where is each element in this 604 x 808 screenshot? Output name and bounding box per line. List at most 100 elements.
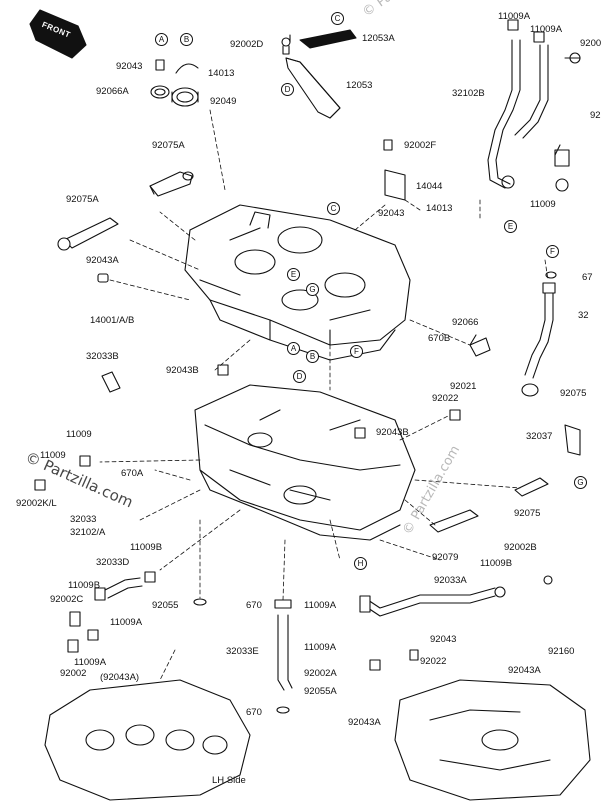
oil-pan-icon bbox=[44, 679, 251, 801]
part-label: 92075A bbox=[66, 194, 99, 205]
part-label: 92160 bbox=[548, 646, 575, 657]
plug-icon bbox=[217, 139, 581, 533]
callout-h-mid: H bbox=[354, 557, 367, 570]
callout-f-mid: F bbox=[350, 345, 363, 358]
part-label: 92021 bbox=[450, 381, 477, 392]
bolt-icon bbox=[57, 217, 119, 251]
part-label: 92043A bbox=[348, 717, 381, 728]
part-label: 12053A bbox=[362, 33, 395, 44]
callout-g-right: G bbox=[574, 476, 587, 489]
part-label: 92066A bbox=[96, 86, 129, 97]
part-label: 92022 bbox=[420, 656, 447, 667]
shaft-icon bbox=[149, 171, 194, 197]
lower-crankcase-icon bbox=[194, 384, 416, 541]
part-label: 670B bbox=[428, 333, 451, 344]
part-label: 92055 bbox=[152, 600, 179, 611]
part-label: 92075 bbox=[560, 388, 587, 399]
callout-e-right: E bbox=[504, 220, 517, 233]
side-label: LH Side bbox=[212, 775, 246, 786]
circlip-icon bbox=[175, 63, 199, 74]
part-label: 670 bbox=[246, 707, 262, 718]
part-label: 92043 bbox=[116, 61, 143, 72]
callout-b-mid: B bbox=[306, 350, 319, 363]
callout-f-right: F bbox=[546, 245, 559, 258]
vertical-pipe-icon bbox=[274, 599, 293, 714]
part-label: 92075 bbox=[514, 508, 541, 519]
part-label: 32033B bbox=[86, 351, 119, 362]
dowel-pin-icon bbox=[155, 59, 165, 71]
part-label: 92002B bbox=[504, 542, 537, 553]
bracket-icon bbox=[384, 169, 406, 201]
part-label: 92066 bbox=[452, 317, 479, 328]
part-label: 32 bbox=[578, 310, 589, 321]
part-label: 11009 bbox=[66, 429, 92, 440]
part-label: 670 bbox=[246, 600, 262, 611]
hose-icon bbox=[521, 271, 557, 397]
part-label: 11009A bbox=[110, 617, 143, 628]
part-label: 32037 bbox=[526, 431, 553, 442]
part-label: 92043B bbox=[376, 427, 409, 438]
part-label: 92002F bbox=[404, 140, 437, 151]
part-label: 11009B bbox=[68, 580, 101, 591]
part-label: 32033E bbox=[226, 646, 259, 657]
part-label: 14013 bbox=[208, 68, 235, 79]
part-label: 92043B bbox=[166, 365, 199, 376]
oil-seal-icon bbox=[150, 85, 199, 107]
callout-d-mid: D bbox=[293, 370, 306, 383]
callout-c-mid: C bbox=[327, 202, 340, 215]
part-label: 32033 bbox=[70, 514, 97, 525]
callout-g-mid: G bbox=[306, 283, 319, 296]
part-label: 14001/A/B bbox=[90, 315, 135, 326]
part-label: 92075A bbox=[152, 140, 185, 151]
callout-a-top: A bbox=[155, 33, 168, 46]
callout-c-top: C bbox=[331, 12, 344, 25]
oil-pipe-left-icon bbox=[34, 455, 207, 653]
part-label: 92 bbox=[590, 110, 601, 121]
callout-e-mid: E bbox=[287, 268, 300, 281]
part-label: (92043A) bbox=[100, 672, 140, 683]
part-label: 92033A bbox=[434, 575, 467, 586]
breather-plate-icon bbox=[281, 29, 357, 119]
part-label: 92055A bbox=[304, 686, 337, 697]
part-label: 92002C bbox=[50, 594, 84, 605]
part-label: 14013 bbox=[426, 203, 453, 214]
part-label: 11009A bbox=[74, 657, 107, 668]
part-label: 92002K/L bbox=[16, 498, 57, 509]
part-label: 92022 bbox=[432, 393, 459, 404]
oil-pipe-lower-icon bbox=[359, 575, 553, 671]
part-label: 92043A bbox=[508, 665, 541, 676]
part-label: 67 bbox=[582, 272, 593, 283]
part-label: 11009B bbox=[130, 542, 163, 553]
callout-a-mid: A bbox=[287, 342, 300, 355]
part-label: 92043 bbox=[430, 634, 457, 645]
part-label: 32102/A bbox=[70, 527, 106, 538]
part-label: 11009B bbox=[480, 558, 513, 569]
part-label: 670A bbox=[121, 468, 144, 479]
part-label: 92043A bbox=[86, 255, 119, 266]
front-arrow-icon bbox=[29, 9, 87, 59]
part-label: 11009A bbox=[304, 642, 337, 653]
part-label: 92002A bbox=[304, 668, 337, 679]
sleeve-icon bbox=[101, 371, 121, 393]
callout-d-top: D bbox=[281, 83, 294, 96]
part-label: 92079 bbox=[432, 552, 459, 563]
part-label: 92043 bbox=[378, 208, 405, 219]
part-label: 11009A bbox=[498, 11, 531, 22]
part-label: 9200 bbox=[580, 38, 602, 49]
part-label: 11009 bbox=[530, 199, 556, 210]
leader-lines bbox=[99, 109, 549, 681]
upper-crankcase-icon bbox=[184, 204, 411, 361]
stud-bolts-icon bbox=[289, 34, 561, 346]
part-label: 92002D bbox=[230, 39, 264, 50]
part-label: 11009 bbox=[40, 450, 66, 461]
part-label: 32033D bbox=[96, 557, 130, 568]
part-label: 92002 bbox=[60, 668, 87, 679]
small-pin-icon bbox=[97, 273, 109, 283]
oil-pipe-icon bbox=[487, 19, 581, 192]
part-label: 92049 bbox=[210, 96, 237, 107]
callout-b-top: B bbox=[180, 33, 193, 46]
side-cover-icon bbox=[394, 679, 591, 801]
part-label: 12053 bbox=[346, 80, 373, 91]
